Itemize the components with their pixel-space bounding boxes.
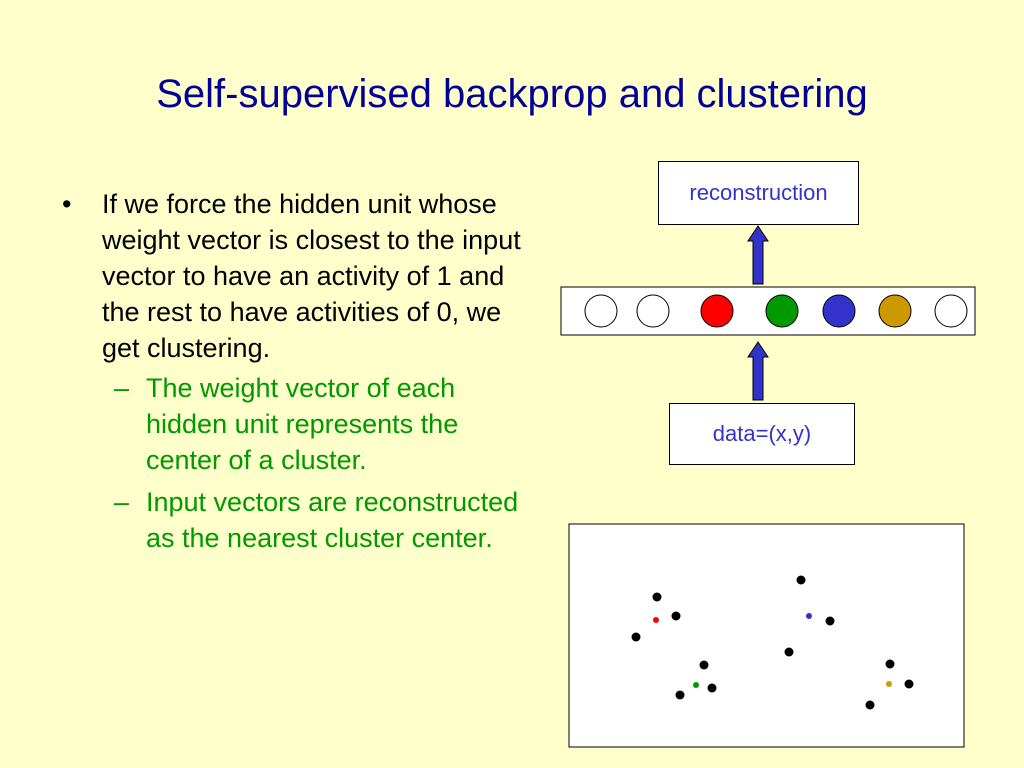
data-point: [825, 616, 835, 626]
hidden-unit-2: [636, 294, 670, 328]
sub-bullet-2: – Input vectors are reconstructed as the…: [62, 484, 542, 556]
data-point: [885, 659, 895, 669]
hidden-unit-4: [765, 294, 799, 328]
bullet-dot: •: [62, 189, 72, 219]
data-point: [671, 611, 681, 621]
sub-bullet-1-text: The weight vector of each hidden unit re…: [146, 373, 459, 475]
data-point: [904, 679, 914, 689]
hidden-unit-6: [878, 294, 912, 328]
sub-bullet-dash: –: [114, 487, 130, 517]
hidden-units: [584, 294, 968, 328]
data-point: [707, 683, 717, 693]
reconstruction-label: reconstruction: [689, 180, 828, 205]
cluster-center-point: [886, 681, 892, 687]
data-point: [631, 632, 641, 642]
data-point: [675, 690, 685, 700]
scatter-plot-frame: [568, 523, 965, 748]
slide-title: Self-supervised backprop and clustering: [156, 72, 868, 116]
hidden-unit-7: [934, 294, 968, 328]
hidden-unit-5: [822, 294, 856, 328]
data-point: [865, 700, 875, 710]
sub-bullet-1: – The weight vector of each hidden unit …: [62, 370, 476, 478]
hidden-unit-1: [584, 294, 618, 328]
sub-bullet-list: – The weight vector of each hidden unit …: [62, 370, 542, 556]
arrow-up-hidden-icon: [747, 341, 769, 401]
data-input-box: data=(x,y): [669, 403, 855, 465]
main-bullet-text: If we force the hidden unit whose weight…: [102, 189, 521, 363]
cluster-center-point: [806, 613, 812, 619]
reconstruction-box: reconstruction: [658, 161, 859, 225]
scatter-points: [631, 575, 914, 710]
data-point: [796, 575, 806, 585]
data-input-label: data=(x,y): [712, 421, 812, 446]
data-point: [784, 647, 794, 657]
cluster-center-point: [653, 617, 659, 623]
data-point: [699, 660, 709, 670]
sub-bullet-dash: –: [114, 373, 130, 403]
bullet-list: • If we force the hidden unit whose weig…: [62, 186, 542, 562]
cluster-center-point: [693, 682, 699, 688]
arrow-up-output-icon: [747, 225, 769, 285]
sub-bullet-2-text: Input vectors are reconstructed as the n…: [146, 487, 519, 553]
data-point: [652, 592, 662, 602]
hidden-unit-3: [700, 294, 734, 328]
main-bullet: • If we force the hidden unit whose weig…: [62, 186, 542, 366]
